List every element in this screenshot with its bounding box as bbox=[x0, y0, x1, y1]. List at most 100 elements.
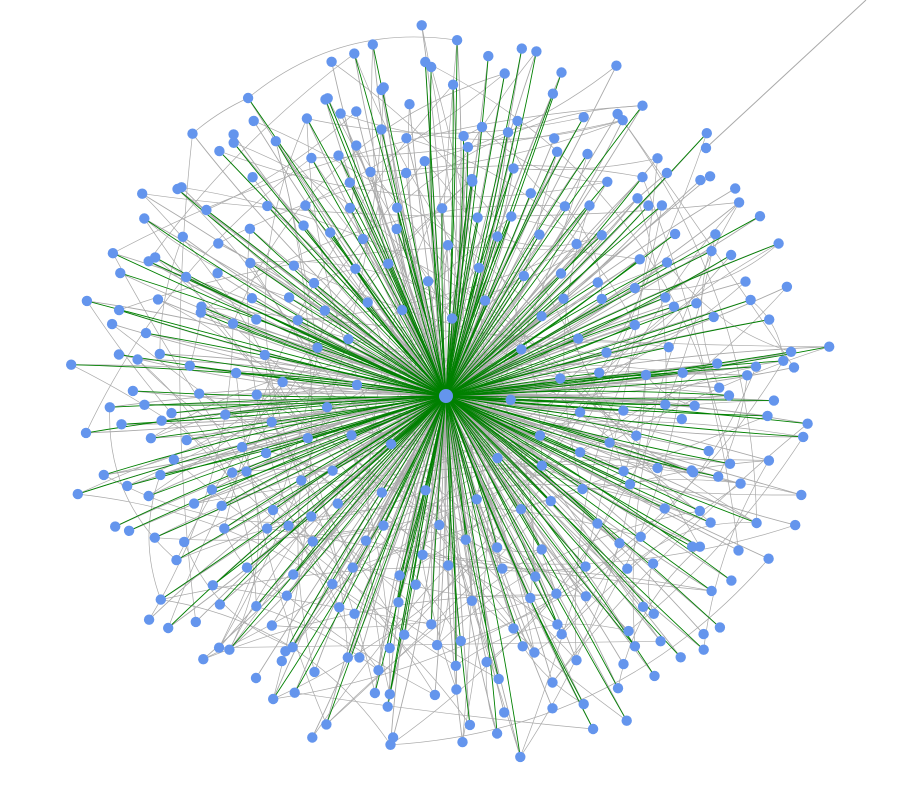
graph-node bbox=[251, 314, 262, 325]
graph-node bbox=[376, 487, 388, 498]
graph-node bbox=[763, 455, 775, 466]
edge-layer-green bbox=[71, 40, 830, 757]
graph-node bbox=[618, 658, 629, 670]
graph-edge bbox=[144, 395, 447, 406]
graph-edge bbox=[194, 458, 769, 504]
graph-edge bbox=[367, 51, 537, 695]
graph-node bbox=[244, 223, 256, 234]
graph-edge bbox=[445, 168, 514, 397]
graph-node bbox=[335, 108, 346, 119]
graph-node bbox=[713, 471, 724, 482]
graph-edge bbox=[383, 87, 447, 397]
graph-edge bbox=[219, 395, 447, 605]
graph-edge bbox=[445, 395, 471, 725]
graph-edge bbox=[203, 254, 732, 660]
graph-node bbox=[150, 252, 161, 263]
graph-node bbox=[640, 369, 652, 381]
graph-node bbox=[277, 376, 288, 388]
graph-node bbox=[778, 355, 789, 366]
graph-node bbox=[394, 570, 405, 581]
graph-edge bbox=[561, 483, 741, 635]
graph-node bbox=[802, 418, 813, 429]
graph-edge bbox=[325, 99, 447, 397]
graph-node bbox=[602, 176, 613, 187]
graph-node bbox=[155, 469, 166, 481]
graph-node bbox=[571, 655, 582, 666]
graph-node bbox=[516, 344, 527, 355]
graph-edge bbox=[387, 395, 447, 707]
graph-node bbox=[420, 485, 431, 496]
graph-node bbox=[726, 575, 737, 586]
graph-edge bbox=[445, 346, 830, 397]
graph-node bbox=[201, 204, 212, 216]
graph-node bbox=[332, 498, 343, 509]
graph-edge bbox=[445, 73, 506, 397]
graph-edge bbox=[445, 395, 757, 524]
graph-node bbox=[81, 295, 93, 307]
graph-node bbox=[443, 560, 454, 571]
graph-edge bbox=[392, 395, 447, 738]
graph-node bbox=[110, 521, 121, 532]
graph-node bbox=[604, 437, 615, 448]
graph-edge bbox=[374, 395, 447, 694]
graph-node bbox=[143, 614, 155, 625]
graph-node bbox=[624, 479, 636, 490]
graph-node bbox=[824, 341, 835, 352]
graph-node bbox=[534, 430, 546, 441]
graph-edge bbox=[445, 116, 585, 397]
graph-edge bbox=[445, 395, 563, 635]
graph-node bbox=[367, 39, 378, 50]
graph-edge bbox=[445, 395, 709, 452]
graph-node bbox=[506, 211, 517, 222]
graph-node bbox=[320, 94, 331, 105]
graph-node bbox=[676, 413, 687, 425]
graph-edge bbox=[445, 395, 598, 524]
graph-node bbox=[536, 311, 547, 322]
graph-node bbox=[245, 257, 256, 269]
graph-node bbox=[251, 601, 262, 612]
graph-node bbox=[623, 625, 634, 637]
graph-node bbox=[578, 112, 589, 123]
graph-node bbox=[127, 385, 139, 397]
graph-edge bbox=[445, 366, 757, 397]
graph-node bbox=[661, 167, 673, 179]
graph-edge bbox=[445, 395, 731, 465]
graph-node bbox=[266, 416, 277, 428]
graph-node bbox=[648, 608, 659, 619]
graph-node bbox=[214, 145, 225, 157]
graph-edge bbox=[354, 395, 447, 614]
graph-node bbox=[525, 188, 536, 199]
graph-node bbox=[177, 231, 188, 242]
graph-node bbox=[357, 233, 369, 245]
graph-edge bbox=[445, 395, 804, 438]
graph-node bbox=[536, 460, 548, 471]
graph-node bbox=[706, 245, 717, 257]
graph-node bbox=[451, 684, 462, 695]
graph-node bbox=[447, 79, 459, 90]
graph-node bbox=[796, 489, 807, 501]
graph-edge bbox=[115, 395, 447, 528]
graph-node bbox=[212, 268, 223, 279]
graph-node bbox=[740, 276, 751, 287]
graph-node bbox=[704, 171, 716, 182]
outlier-edge bbox=[705, 0, 867, 149]
graph-node bbox=[436, 203, 448, 214]
graph-node bbox=[326, 56, 337, 67]
graph-edge bbox=[445, 395, 594, 730]
graph-edge bbox=[445, 296, 666, 397]
graph-node bbox=[309, 666, 320, 678]
graph-node bbox=[349, 608, 360, 619]
graph-edge bbox=[160, 395, 447, 600]
graph-edge bbox=[177, 188, 447, 397]
graph-edge bbox=[750, 299, 784, 361]
graph-edge bbox=[445, 346, 830, 397]
graph-node bbox=[155, 594, 166, 605]
graph-node bbox=[431, 639, 443, 651]
graph-node bbox=[733, 197, 745, 208]
graph-edge bbox=[445, 395, 705, 651]
graph-node bbox=[677, 367, 688, 378]
graph-node bbox=[216, 500, 227, 511]
graph-node bbox=[344, 177, 355, 188]
graph-node bbox=[220, 409, 231, 420]
graph-node bbox=[241, 562, 253, 573]
